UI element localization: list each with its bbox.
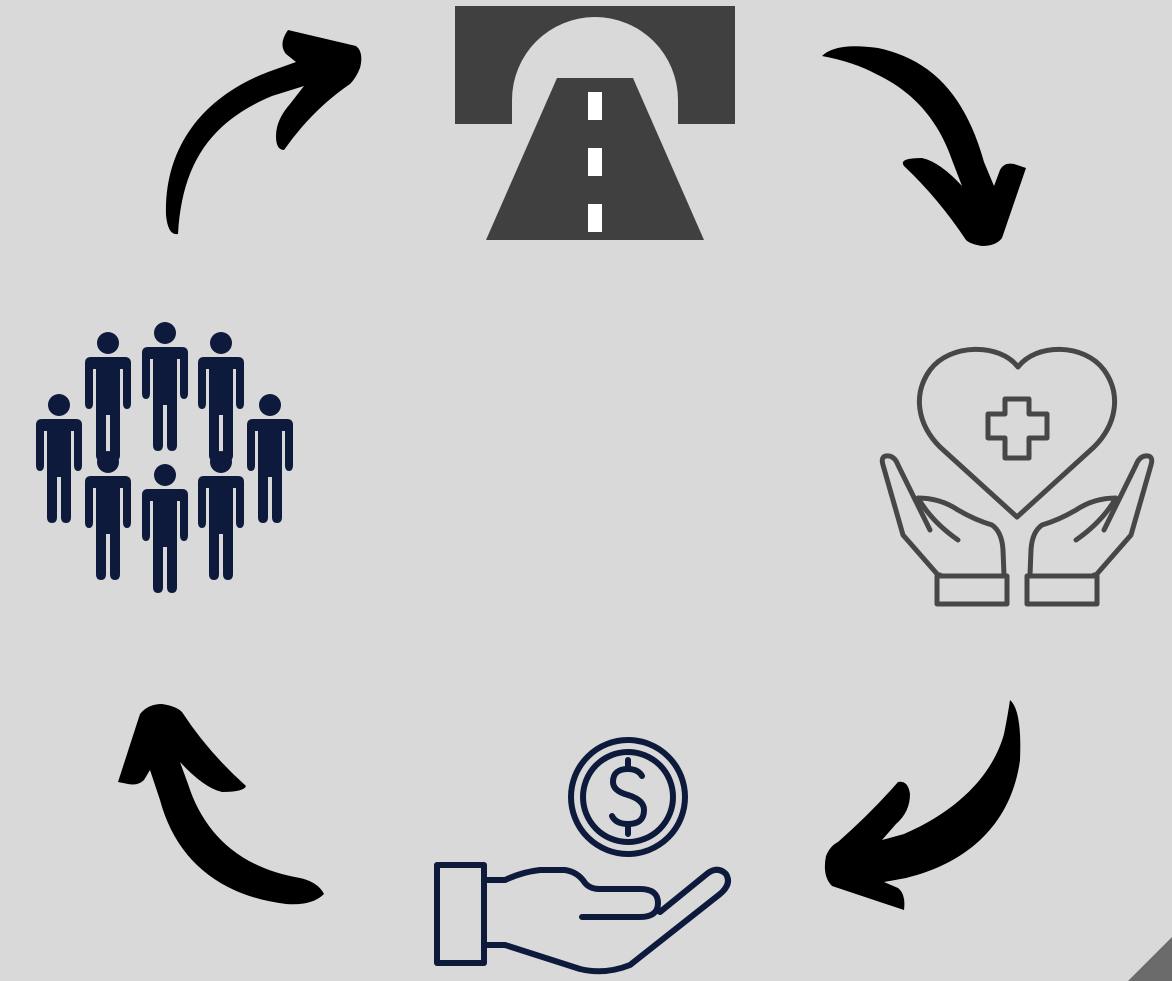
arrow-road-to-health [822,46,1026,247]
road-tunnel-icon [455,6,735,240]
dollar-coin-icon [568,737,688,857]
healthcare-hands-heart-icon [879,346,1155,607]
arrow-people-to-road [165,30,362,235]
cycle-arrows [118,30,1026,910]
arrow-health-to-money [824,700,1021,910]
hand-holding-coin-icon [434,737,731,975]
corner-fold [1128,937,1172,981]
arrow-money-to-people [118,704,324,905]
people-crowd-icon [36,322,293,593]
road-lane-markings [588,92,602,232]
